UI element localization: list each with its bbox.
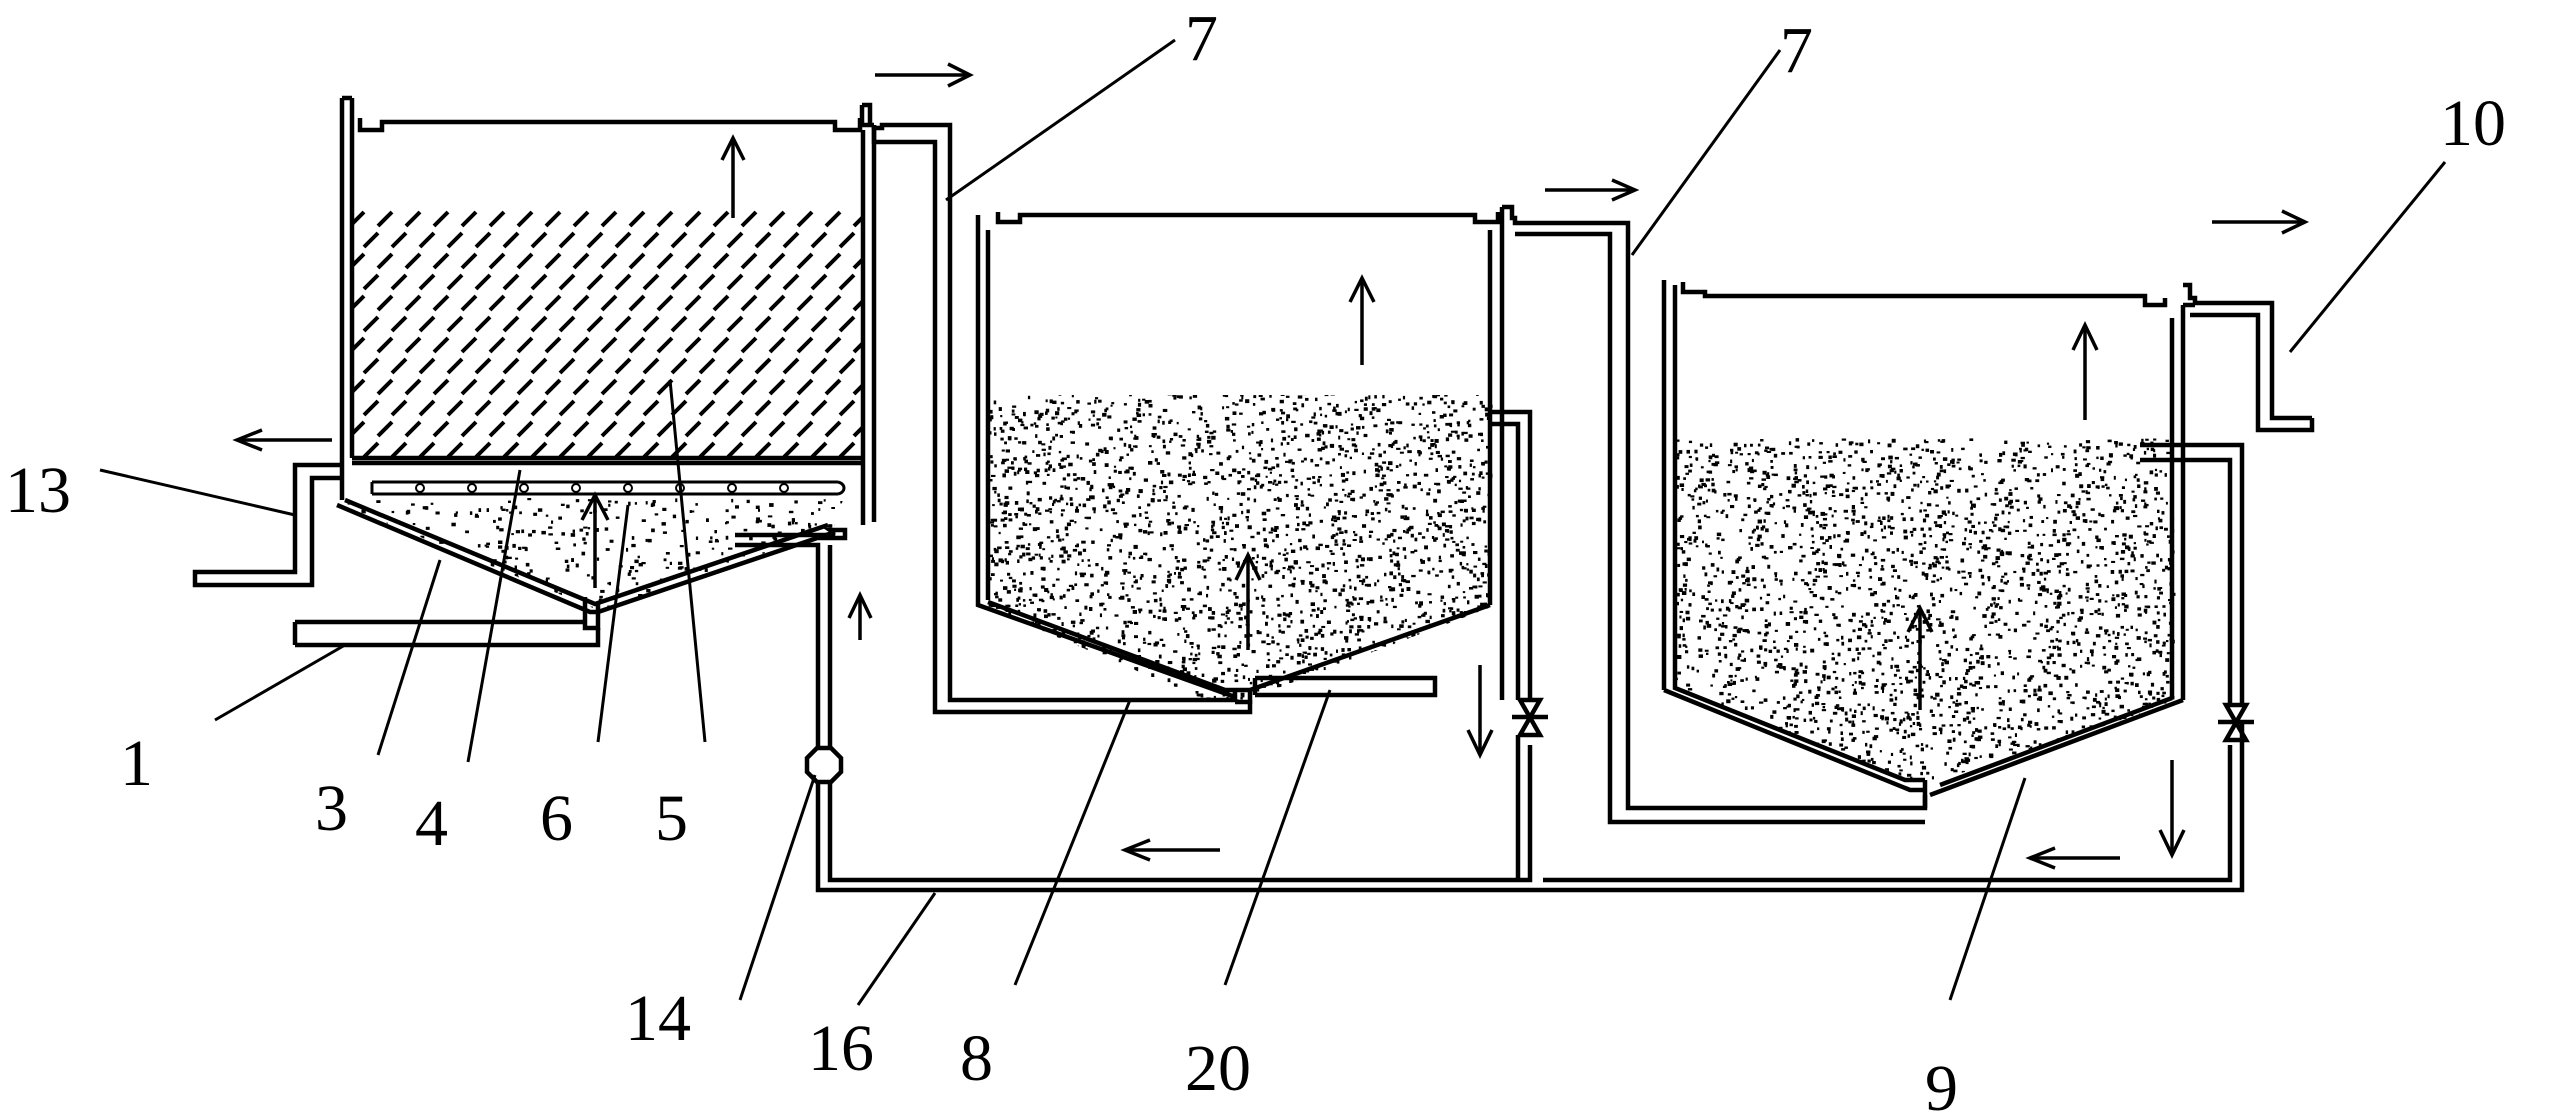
overflow-pipe-7b — [1499, 178, 1928, 825]
label-6: 6 — [540, 782, 573, 855]
label-20: 20 — [1185, 1032, 1251, 1105]
label-9: 9 — [1925, 1052, 1958, 1115]
label-10: 10 — [2440, 87, 2506, 160]
recycle-line-16 — [735, 527, 2245, 893]
label-16: 16 — [808, 1012, 874, 1085]
tank-2-sludge — [988, 395, 1494, 703]
tank-3 — [1661, 209, 2315, 860]
label-1: 1 — [120, 727, 153, 800]
reference-labels: 1 3 4 6 5 13 7 7 10 14 16 8 20 9 — [5, 2, 2506, 1115]
overflow-pipe-7a — [859, 62, 1253, 715]
label-14: 14 — [625, 982, 691, 1055]
aeration-pipe — [370, 480, 846, 496]
label-13: 13 — [5, 454, 71, 527]
tank-2 — [975, 212, 1548, 880]
label-7b: 7 — [1780, 14, 1813, 87]
label-8: 8 — [960, 1022, 993, 1095]
filter-media-hatch — [352, 210, 863, 459]
label-3: 3 — [315, 772, 348, 845]
label-7a: 7 — [1185, 2, 1218, 75]
tank-1 — [192, 95, 877, 648]
pump-14 — [804, 745, 844, 785]
leader-lines — [99, 38, 2447, 1006]
label-5: 5 — [655, 782, 688, 855]
label-4: 4 — [415, 787, 448, 860]
